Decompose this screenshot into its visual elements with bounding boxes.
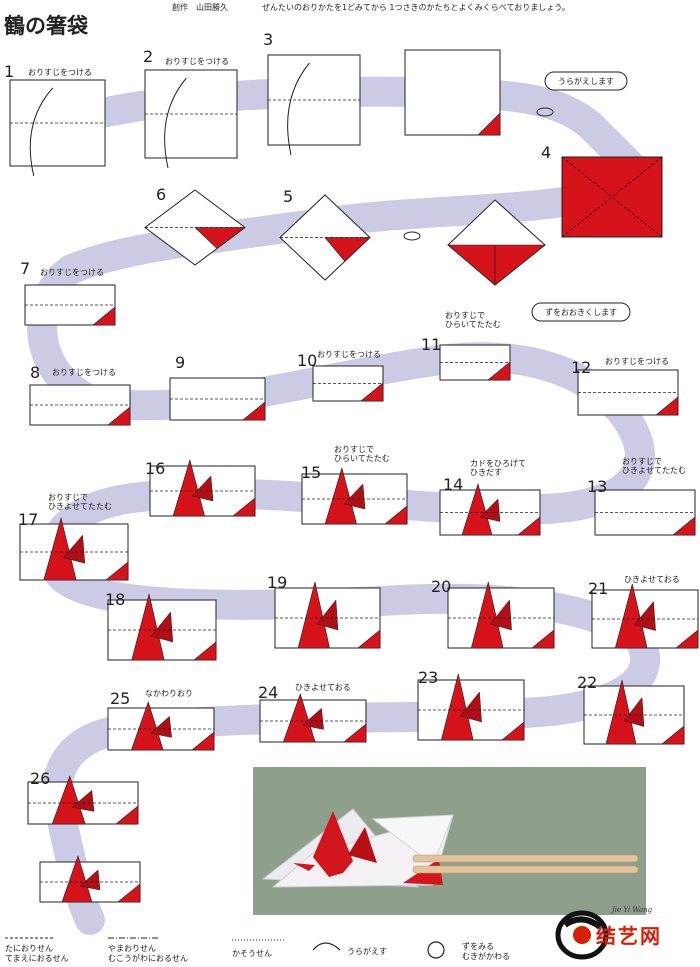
flip-callout: うらがえします [544,71,628,91]
step-14 [439,482,541,536]
zoom-callout: ずをおおきくします [531,302,631,322]
step-26 [27,775,139,825]
step-7-number: 7 [20,259,30,278]
step-23-number: 23 [418,668,438,687]
step-9 [169,377,266,421]
step-13-number: 13 [587,477,607,496]
step-14-note: カドをひろげてひきだす [470,459,526,477]
intro-text: ぜんたいのおりかたを1どみてから 1つさきのかたちとよくみくらべておりましょう。 [262,3,570,12]
step-5-number: 5 [283,187,293,206]
step-15-number: 15 [301,463,321,482]
step-5 [279,194,371,281]
step-18-number: 18 [105,590,125,609]
legend-mountain-label: やまおりせん むこうがわにおるせん [108,944,188,963]
step-4 [404,49,663,238]
svg-text:うらがえします: うらがえします [558,76,614,86]
step-8-number: 8 [30,363,40,382]
step-1 [9,79,106,177]
step-9-number: 9 [175,353,185,372]
step-10-note: おりすじをつける [317,350,381,359]
step-24-note: ひきよせておる [295,683,351,692]
step-2-note: おりすじをつける [165,57,229,66]
step-24-number: 24 [258,683,278,702]
step-8 [29,384,131,426]
step-17-note: おりすじでひきよせてたたむ [48,493,112,511]
step-25-number: 25 [110,689,130,708]
step-25-note: なかわりおり [145,689,193,698]
watermark-logo [555,910,609,960]
author-credit: 創作 山田勝久 [172,3,228,12]
step-19-number: 19 [267,573,287,592]
step-14-number: 14 [443,475,463,494]
step-19 [274,581,381,649]
step-10 [312,365,384,402]
step-6-number: 6 [156,185,166,204]
legend-valley-label: たにおりせん てまえにおるせん [5,944,69,963]
chopstick-sleeve-photo [253,767,646,915]
step-2-number: 2 [143,47,153,66]
step-3-number: 3 [263,30,273,49]
page-title: 鶴の箸袋 [4,13,88,38]
step-26-number: 26 [30,769,50,788]
watermark-text: 结艺网 [596,924,662,948]
step-26-final-model [39,855,141,903]
step-path [27,76,662,935]
step-25 [107,701,215,751]
step-20-number: 20 [431,577,451,596]
legend-view-label: ずをみる むきがかわる [462,942,510,961]
step-5-flipped-model [447,199,546,286]
step-8-note: おりすじをつける [52,368,116,377]
step-3 [267,54,361,156]
step-10-number: 10 [297,351,317,370]
step-11 [439,344,511,381]
step-17-number: 17 [18,510,38,529]
step-21 [591,583,699,649]
step-24 [259,693,367,743]
step-1-note: おりすじをつける [28,68,92,77]
svg-text:ずをおおきくします: ずをおおきくします [545,307,617,317]
step-12-number: 12 [571,358,591,377]
step-11-number: 11 [421,335,441,354]
legend-glyphs [5,937,445,959]
step-23 [417,673,525,741]
legend-flip-label: うらがえす [347,947,387,956]
step-20 [447,581,555,649]
step-13 [594,489,696,536]
step-21-note: ひきよせておる [624,575,680,584]
step-6 [144,189,246,266]
step-7 [24,284,116,326]
step-22-number: 22 [577,673,597,692]
step-13-note: おりすじでひきよせてたたむ [622,457,686,475]
step-16-number: 16 [145,459,165,478]
watermark-signature: Jie Yi Wang [612,906,653,914]
step-11-note: おりすじでひらいてたたむ [445,311,501,329]
step-4-number: 4 [541,143,551,162]
step-22 [583,679,685,745]
flip-symbol [403,107,554,241]
step-12-note: おりすじをつける [605,357,669,366]
step-12 [577,369,679,416]
step-15 [301,466,408,525]
step-18 [107,593,217,661]
step-2 [144,69,238,169]
step-16 [149,458,256,517]
finished-photo [253,767,646,915]
step-1-number: 1 [4,62,14,81]
step-17 [19,516,129,581]
step-21-number: 21 [588,579,608,598]
step-7-note: おりすじをつける [40,268,104,277]
step-15-note: おりすじでひらいてたたむ [334,445,390,463]
legend-hidden-label: かそうせん [232,949,272,958]
